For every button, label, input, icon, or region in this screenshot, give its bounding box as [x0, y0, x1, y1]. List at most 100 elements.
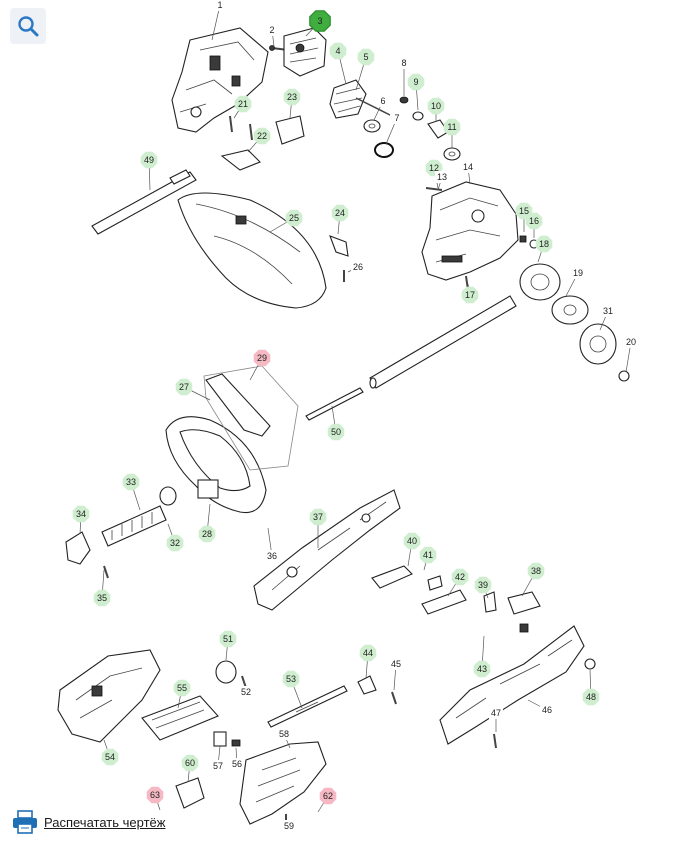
callout-35[interactable]: 35	[93, 569, 111, 607]
callout-55[interactable]: 55	[173, 679, 191, 709]
callout-label-bg	[601, 305, 615, 317]
callout-number: 25	[289, 213, 299, 223]
callout-number: 26	[353, 262, 363, 272]
callout-number: 38	[531, 566, 541, 576]
motor-housing-part	[171, 27, 269, 133]
callout-number: 47	[491, 708, 501, 718]
callout-41[interactable]: 41	[419, 546, 437, 571]
callout-number: 42	[455, 572, 465, 582]
callout-50[interactable]: 50	[327, 405, 345, 441]
callout-number: 4	[335, 46, 340, 56]
callout-8: 8	[397, 57, 411, 96]
callout-32[interactable]: 32	[166, 523, 184, 552]
callout-42[interactable]: 42	[447, 568, 469, 597]
callout-number: 37	[313, 512, 323, 522]
callout-badge	[122, 473, 140, 491]
bearing-6-part	[363, 119, 381, 133]
callout-3[interactable]: 3	[305, 10, 331, 37]
callout-number: 34	[76, 509, 86, 519]
callout-badge	[181, 754, 199, 772]
callout-number: 20	[626, 337, 636, 347]
callout-17[interactable]: 17	[461, 283, 479, 304]
callout-26: 26	[347, 261, 365, 273]
callout-29[interactable]: 29	[249, 349, 271, 381]
callout-4[interactable]: 4	[329, 42, 347, 85]
cover-58-part	[239, 741, 327, 826]
callout-number: 57	[213, 761, 223, 771]
zoom-button[interactable]	[10, 8, 46, 44]
callout-22[interactable]: 22	[247, 127, 271, 153]
callout-number: 36	[267, 551, 277, 561]
callout-21[interactable]: 21	[233, 95, 252, 119]
callout-label-bg	[435, 171, 449, 183]
callout-33[interactable]: 33	[122, 473, 141, 511]
callout-27[interactable]: 27	[175, 378, 211, 401]
callout-number: 13	[437, 172, 447, 182]
motor-assembly-part	[283, 27, 327, 77]
handle-holder-37-part	[253, 489, 401, 611]
callout-number: 62	[323, 791, 333, 801]
callout-number: 18	[539, 239, 549, 249]
callout-badge	[309, 508, 327, 526]
callout-number: 46	[542, 705, 552, 715]
callout-39[interactable]: 39	[474, 576, 492, 599]
main-pipe-part	[369, 295, 517, 389]
part-callouts: 1234567891011121314151618171931202123224…	[72, 0, 638, 832]
callout-badge	[331, 204, 349, 222]
callout-number: 31	[603, 306, 613, 316]
switch-38-39-part	[483, 591, 541, 633]
callout-20: 20	[624, 336, 638, 373]
callout-number: 32	[170, 538, 180, 548]
callout-number: 58	[279, 729, 289, 739]
callout-number: 6	[380, 96, 385, 106]
callout-19: 19	[565, 267, 585, 297]
callout-badge	[146, 786, 164, 804]
callout-badge	[329, 42, 347, 60]
callout-34[interactable]: 34	[72, 505, 90, 535]
rod-53-part	[267, 685, 348, 728]
callout-number: 19	[573, 268, 583, 278]
callout-53[interactable]: 53	[282, 670, 303, 709]
callout-badge	[474, 576, 492, 594]
callout-11[interactable]: 11	[443, 118, 461, 148]
callout-14: 14	[461, 161, 475, 185]
print-drawing-link[interactable]: Распечатать чертёж	[12, 810, 165, 834]
callout-48[interactable]: 48	[582, 669, 600, 706]
callout-10[interactable]: 10	[427, 97, 445, 122]
callout-49[interactable]: 49	[140, 151, 158, 191]
callout-5[interactable]: 5	[355, 48, 375, 91]
callout-number: 48	[586, 692, 596, 702]
shaft-guard-part	[177, 192, 327, 309]
callout-62[interactable]: 62	[317, 787, 337, 813]
callout-37[interactable]: 37	[309, 508, 327, 548]
callout-24[interactable]: 24	[331, 204, 349, 235]
callout-54[interactable]: 54	[101, 739, 119, 766]
callout-label-bg	[489, 707, 503, 719]
connector-44-45-part	[357, 675, 397, 705]
callout-badge	[403, 532, 421, 550]
callout-badge	[173, 679, 191, 697]
callout-25[interactable]: 25	[269, 209, 303, 233]
callout-18[interactable]: 18	[535, 235, 553, 263]
callout-number: 51	[223, 634, 233, 644]
callout-23[interactable]: 23	[283, 88, 301, 119]
callout-9[interactable]: 9	[407, 73, 425, 111]
callout-43[interactable]: 43	[473, 635, 491, 678]
trigger-parts-40-42	[371, 565, 467, 615]
callout-badge	[282, 670, 300, 688]
callout-40[interactable]: 40	[403, 532, 421, 567]
callout-label-bg	[376, 95, 390, 107]
callout-number: 54	[105, 752, 115, 762]
callout-16[interactable]: 16	[525, 212, 543, 238]
callout-51[interactable]: 51	[219, 630, 237, 661]
callout-badge	[419, 546, 437, 564]
callout-38[interactable]: 38	[521, 562, 545, 597]
callout-badge	[283, 88, 301, 106]
callout-number: 55	[177, 683, 187, 693]
callout-63[interactable]: 63	[146, 786, 164, 811]
callout-28[interactable]: 28	[198, 503, 216, 543]
callout-60[interactable]: 60	[181, 754, 199, 783]
callout-1: 1	[211, 0, 227, 41]
callout-44[interactable]: 44	[359, 644, 377, 679]
